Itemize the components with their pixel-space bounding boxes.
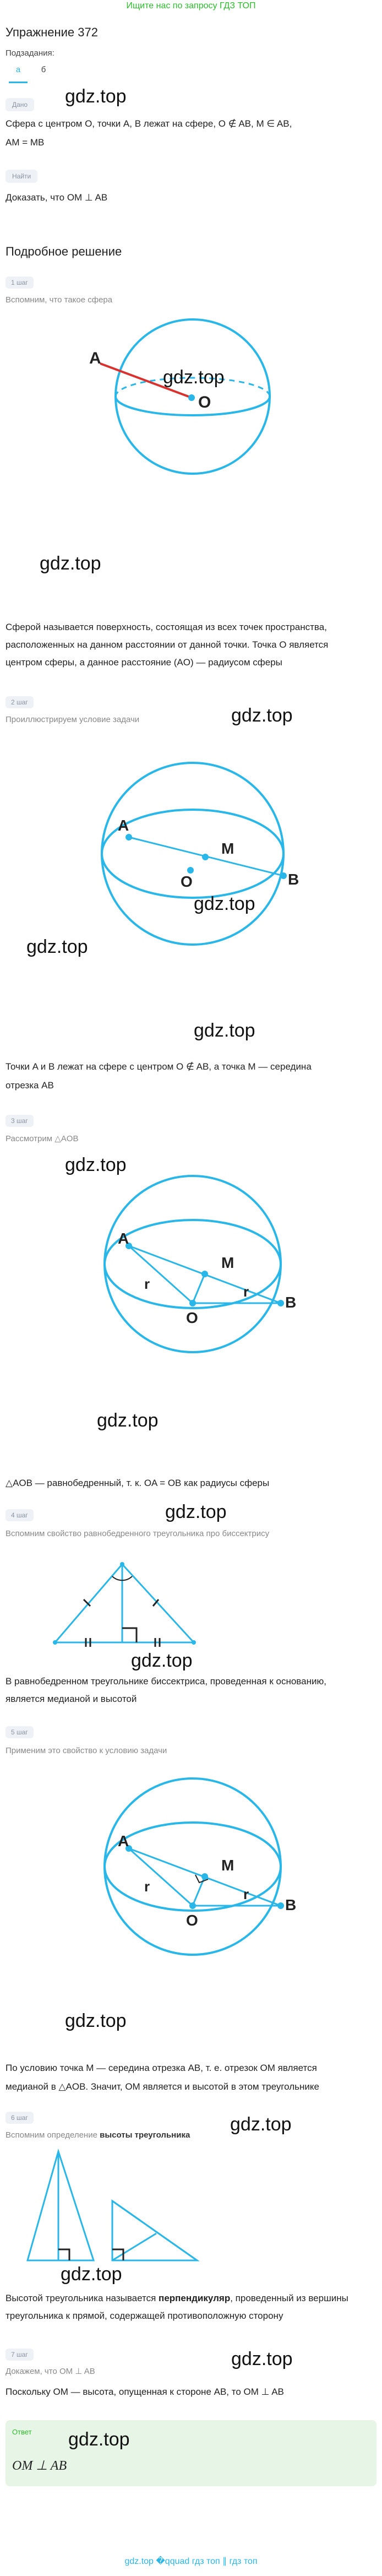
median-text-1: По условию точка M — середина отрезка AB… [6, 2063, 317, 2073]
sphere-definition-2: расположенных на данном расстоянии от да… [6, 639, 329, 650]
footer-links[interactable]: gdz.top �qquad гдз топ ∥ гдз топ [124, 2557, 258, 2566]
step-1-label: 1 шаг [6, 276, 34, 289]
svg-text:B: B [288, 871, 299, 888]
sphere-figure-4: A B M O r r [103, 1777, 296, 1956]
step-5-label: 5 шаг [6, 1726, 34, 1738]
center-point [188, 394, 195, 401]
subtasks-label: Подзадания: [6, 48, 54, 58]
step-7-label: 7 шаг [6, 2349, 34, 2361]
bisector-text-2: является медианой и высотой [6, 1694, 137, 1704]
isosceles-text: △AOB — равнобедренный, т. к. OA = OB как… [6, 1478, 270, 1488]
equator-front [114, 396, 271, 416]
given-text: Сфера с центром O, точки A, B лежат на с… [6, 118, 292, 129]
svg-text:A: A [118, 817, 129, 834]
svg-text:M: M [221, 1857, 234, 1874]
step-6-label: 6 шаг [6, 2112, 34, 2124]
sphere-figure-3: A B M O r r [103, 1175, 296, 1353]
given-tag: Дано [6, 98, 35, 111]
top-search-link[interactable]: Ищите нас по запросу ГДЗ ТОП [126, 1, 256, 10]
isosceles-triangle-figure [53, 1562, 196, 1647]
find-text: Доказать, что OM ⊥ AB [6, 192, 108, 203]
step-5-hint: Применим это свойство к условию задачи [6, 1746, 167, 1755]
step-4-hint: Вспомним свойство равнобедренного треуго… [6, 1529, 270, 1538]
watermark: gdz.top [65, 1154, 127, 1175]
equator-back [114, 377, 271, 397]
height-triangles-figure [26, 2148, 200, 2262]
watermark: gdz.top [231, 2349, 293, 2369]
watermark: gdz.top [194, 1020, 255, 1041]
svg-text:B: B [285, 1896, 296, 1913]
watermark: gdz.top [26, 936, 88, 957]
watermark: gdz.top [194, 893, 255, 914]
svg-text:A: A [118, 1832, 129, 1850]
step-1-hint: Вспомним, что такое сфера [6, 295, 113, 305]
subtask-tab-a[interactable]: а [9, 65, 28, 83]
svg-text:M: M [221, 840, 234, 857]
final-text: Поскольку OM — высота, опущенная к сторо… [6, 2387, 284, 2397]
svg-text:A: A [118, 1230, 129, 1247]
watermark: gdz.top [65, 2010, 127, 2031]
condition-text-1: Точки A и B лежат на сфере с центром O ∉… [6, 1061, 312, 1072]
svg-text:O: O [186, 1309, 198, 1326]
label-O: O [198, 393, 211, 411]
step-3-label: 3 шаг [6, 1115, 34, 1127]
sphere-figure-1: A O [89, 318, 271, 475]
watermark: gdz.top [163, 367, 225, 388]
svg-text:r: r [144, 1878, 150, 1895]
svg-text:O: O [181, 873, 193, 890]
watermark: gdz.top [131, 1650, 193, 1671]
radius-line [100, 362, 192, 399]
watermark: gdz.top [231, 705, 293, 726]
find-tag: Найти [6, 170, 38, 183]
step-4-label: 4 шаг [6, 1509, 34, 1521]
step-6-hint: Вспомним определение высоты треугольника [6, 2130, 190, 2140]
sphere-definition-3: центром сферы, а данное расстояние (AO) … [6, 657, 282, 668]
median-text-2: медианой в △AOB. Значит, OM является и в… [6, 2081, 319, 2092]
watermark: gdz.top [68, 2429, 130, 2450]
page-title: Упражнение 372 [6, 25, 98, 39]
watermark: gdz.top [97, 1410, 159, 1431]
bisector-text-1: В равнобедренном треугольнике биссектрис… [6, 1676, 326, 1686]
answer-tag: Ответ [12, 2428, 32, 2436]
given-text-2: AM = MB [6, 137, 45, 148]
svg-text:r: r [144, 1276, 150, 1292]
height-definition-1: Высотой треугольника называется перпенди… [6, 2293, 348, 2303]
watermark: gdz.top [61, 2264, 122, 2285]
condition-text-2: отрезка AB [6, 1080, 54, 1091]
sphere-definition-1: Сферой называется поверхность, состоящая… [6, 622, 327, 632]
svg-text:M: M [221, 1254, 234, 1271]
step-2-hint: Проиллюстрируем условие задачи [6, 715, 140, 724]
watermark: gdz.top [40, 553, 101, 574]
watermark: gdz.top [165, 1501, 227, 1522]
watermark: gdz.top [230, 2114, 292, 2135]
svg-text:O: O [186, 1912, 198, 1929]
label-A: A [89, 349, 101, 367]
subtask-tab-b[interactable]: б [41, 65, 46, 74]
solution-title: Подробное решение [6, 245, 122, 258]
step-2-label: 2 шаг [6, 696, 34, 708]
sphere-figure-2: A B M O [101, 762, 299, 946]
step-3-hint: Рассмотрим △AOB [6, 1134, 79, 1143]
svg-text:r: r [243, 1283, 249, 1300]
svg-text:B: B [285, 1294, 296, 1311]
answer-box [6, 2420, 376, 2486]
answer-text: OM ⊥ AB [12, 2459, 67, 2473]
step-7-hint: Докажем, что OM ⊥ AB [6, 2367, 95, 2376]
watermark: gdz.top [65, 86, 127, 107]
height-definition-2: треугольника к прямой, содержащей против… [6, 2311, 283, 2321]
svg-text:r: r [243, 1886, 249, 1902]
